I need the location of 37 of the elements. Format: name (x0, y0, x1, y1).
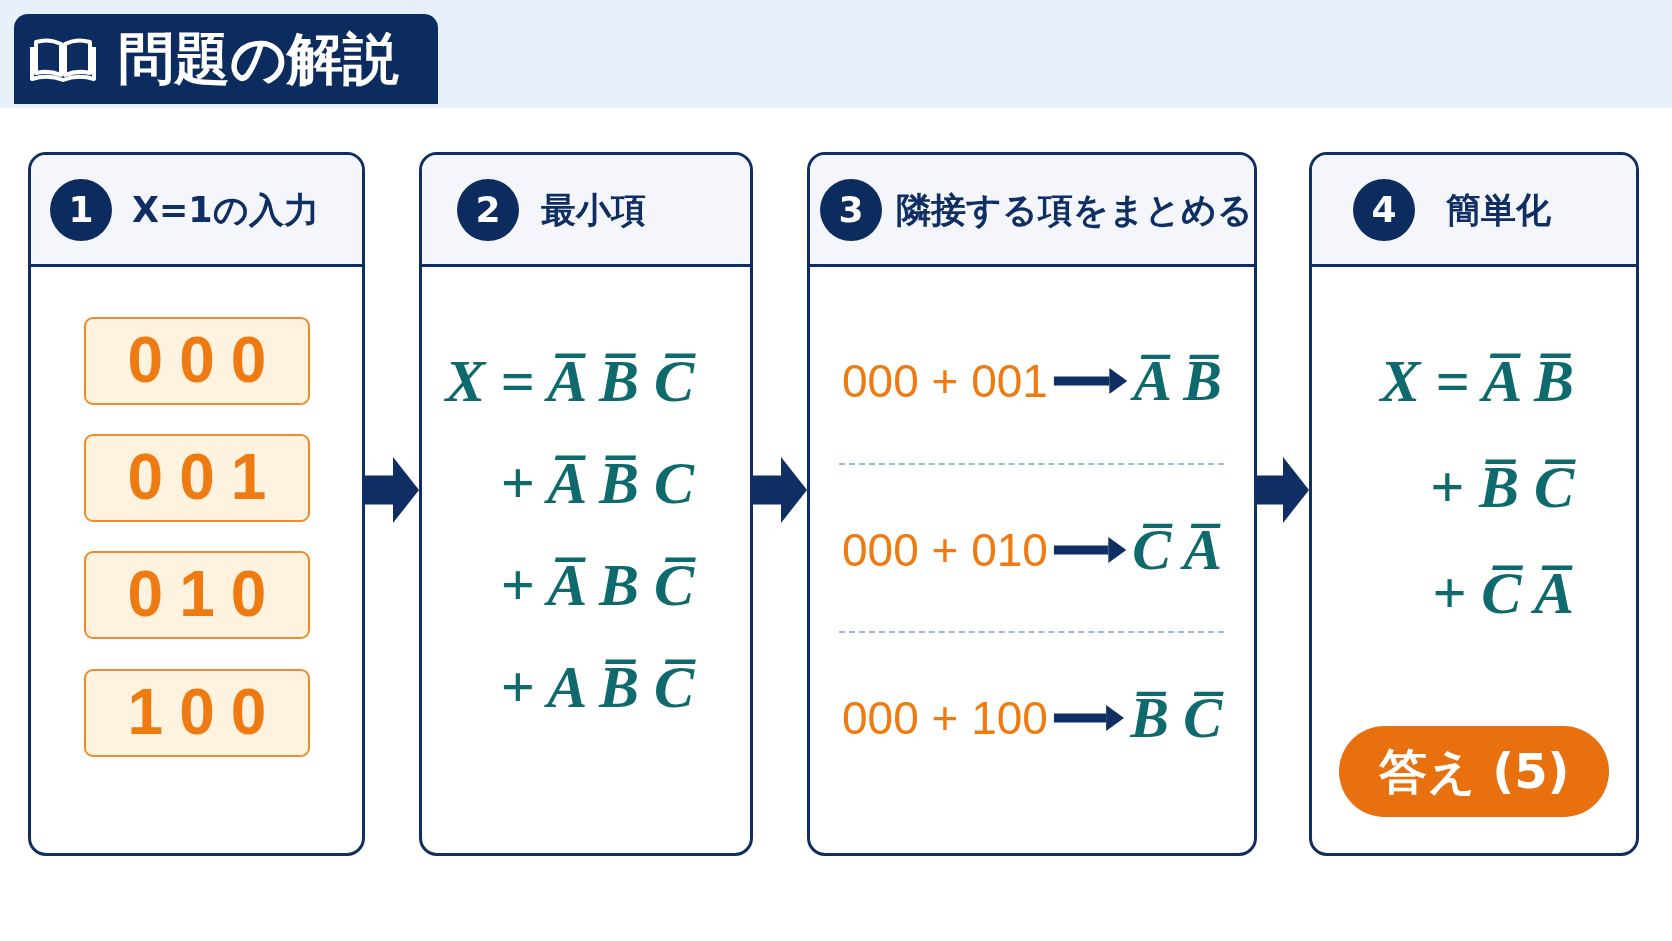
formula-line: + A̅ B C̅ (500, 551, 694, 620)
binary-code-box: 100 (84, 669, 310, 757)
step-panel (1309, 152, 1639, 856)
step-heading: 簡単化 (1446, 189, 1551, 232)
arrow (1053, 537, 1127, 563)
arrow (365, 457, 419, 523)
binary-code-box: 010 (84, 551, 310, 639)
binary-sum: 000 + 100 (836, 683, 1054, 753)
formula-line: + A B̅ C̅ (500, 653, 694, 722)
binary-sum: 000 + 010 (836, 515, 1054, 585)
binary-code-box: 000 (84, 317, 310, 405)
step-panel (807, 152, 1257, 856)
arrow (1257, 457, 1309, 523)
binary-code-box: 001 (84, 434, 310, 522)
step-number: 2 (457, 179, 519, 241)
formula-line: + C̅ A̅ (1432, 559, 1574, 628)
step-panel (28, 152, 365, 856)
step-heading: X=1の入力 (132, 189, 319, 232)
formula-line: + B̅ C̅ (1429, 453, 1574, 522)
step-heading: 最小項 (541, 189, 646, 232)
formula-line: X = A̅ B̅ C̅ (445, 347, 694, 416)
answer-pill: 答え (5) (1339, 726, 1609, 817)
result-term: C̅ A̅ (1126, 515, 1228, 585)
step-panel (419, 152, 753, 856)
result-term: A̅ B̅ (1127, 346, 1228, 416)
result-term: B̅ C̅ (1124, 683, 1228, 753)
formula-line: X = A̅ B̅ (1380, 347, 1574, 416)
step-number: 1 (50, 179, 112, 241)
arrow (753, 457, 807, 523)
step-number: 4 (1353, 179, 1415, 241)
formula-line: + A̅ B̅ C (500, 449, 694, 518)
arrow (1053, 368, 1128, 394)
step-heading: 隣接する項をまとめる (896, 189, 1253, 232)
step-number: 3 (820, 179, 882, 241)
binary-sum: 000 + 001 (836, 346, 1054, 416)
page-title: 問題の解説 (118, 26, 399, 92)
arrow (1053, 705, 1125, 731)
